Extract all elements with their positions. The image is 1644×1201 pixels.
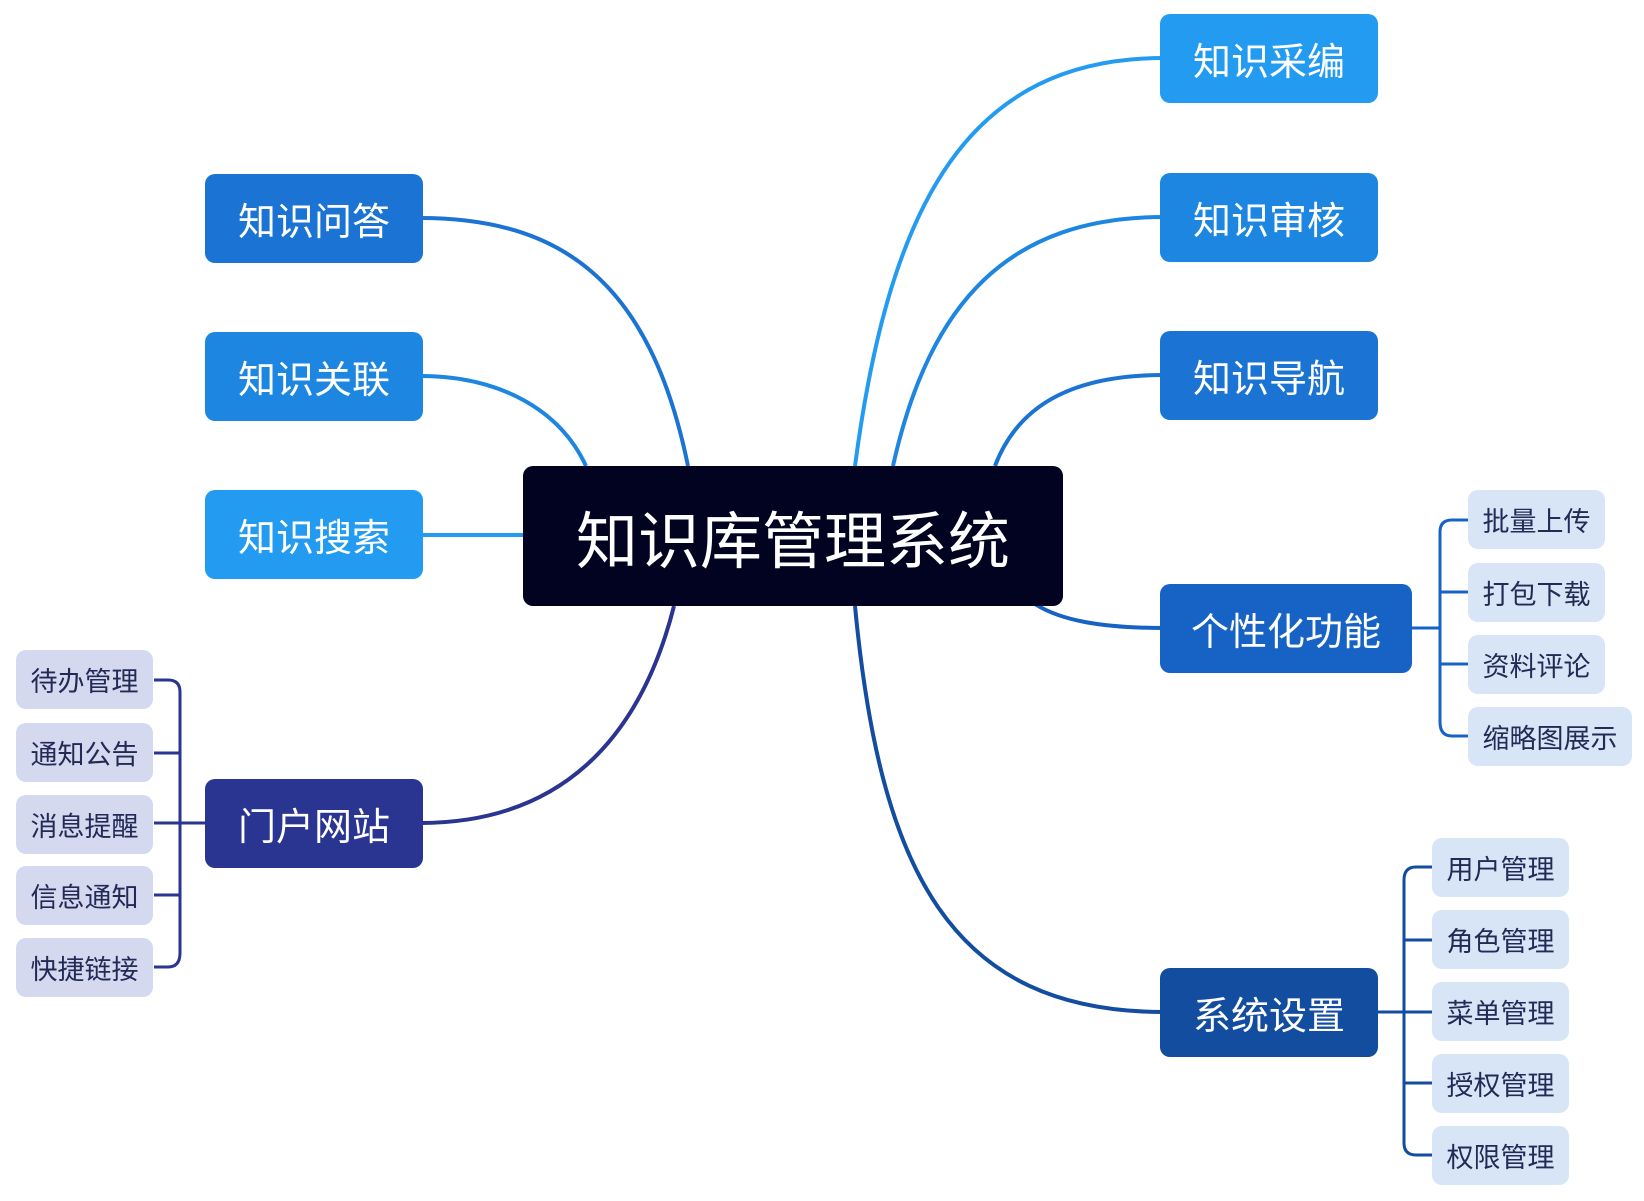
- leaf-info-notify[interactable]: 信息通知: [16, 866, 153, 925]
- leaf-thumbnail[interactable]: 缩略图展示: [1468, 707, 1632, 766]
- branch-knowledge-review[interactable]: 知识审核: [1160, 173, 1378, 262]
- branch-knowledge-search[interactable]: 知识搜索: [205, 490, 423, 579]
- link-personal: [1033, 602, 1165, 630]
- link-portal: [419, 605, 676, 825]
- personal-brackets: [1412, 518, 1468, 738]
- branch-system-settings[interactable]: 系统设置: [1160, 968, 1378, 1057]
- leaf-menu-management[interactable]: 菜单管理: [1432, 982, 1569, 1041]
- branch-knowledge-navigate[interactable]: 知识导航: [1160, 331, 1378, 420]
- portal-brackets: [154, 678, 205, 969]
- branch-portal[interactable]: 门户网站: [205, 779, 423, 868]
- leaf-notice[interactable]: 通知公告: [16, 723, 153, 782]
- leaf-authorization[interactable]: 授权管理: [1432, 1054, 1569, 1113]
- branch-knowledge-qa[interactable]: 知识问答: [205, 174, 423, 263]
- leaf-todo[interactable]: 待办管理: [16, 650, 153, 709]
- link-settings: [853, 605, 1165, 1014]
- branch-knowledge-relation[interactable]: 知识关联: [205, 332, 423, 421]
- branch-personalization[interactable]: 个性化功能: [1160, 584, 1412, 673]
- root-node[interactable]: 知识库管理系统: [523, 466, 1063, 606]
- link-relation: [419, 374, 588, 467]
- branch-knowledge-collect[interactable]: 知识采编: [1160, 14, 1378, 103]
- link-review: [891, 215, 1165, 467]
- link-navigate: [993, 373, 1165, 467]
- link-collect: [853, 56, 1165, 467]
- leaf-package-download[interactable]: 打包下载: [1468, 563, 1605, 622]
- settings-brackets: [1376, 865, 1432, 1157]
- leaf-user-management[interactable]: 用户管理: [1432, 838, 1569, 897]
- leaf-shortcut[interactable]: 快捷链接: [16, 938, 153, 997]
- leaf-reminder[interactable]: 消息提醒: [16, 795, 153, 854]
- link-qa: [419, 216, 690, 467]
- leaf-comments[interactable]: 资料评论: [1468, 635, 1605, 694]
- leaf-batch-upload[interactable]: 批量上传: [1468, 490, 1605, 549]
- leaf-role-management[interactable]: 角色管理: [1432, 910, 1569, 969]
- leaf-permission[interactable]: 权限管理: [1432, 1126, 1569, 1185]
